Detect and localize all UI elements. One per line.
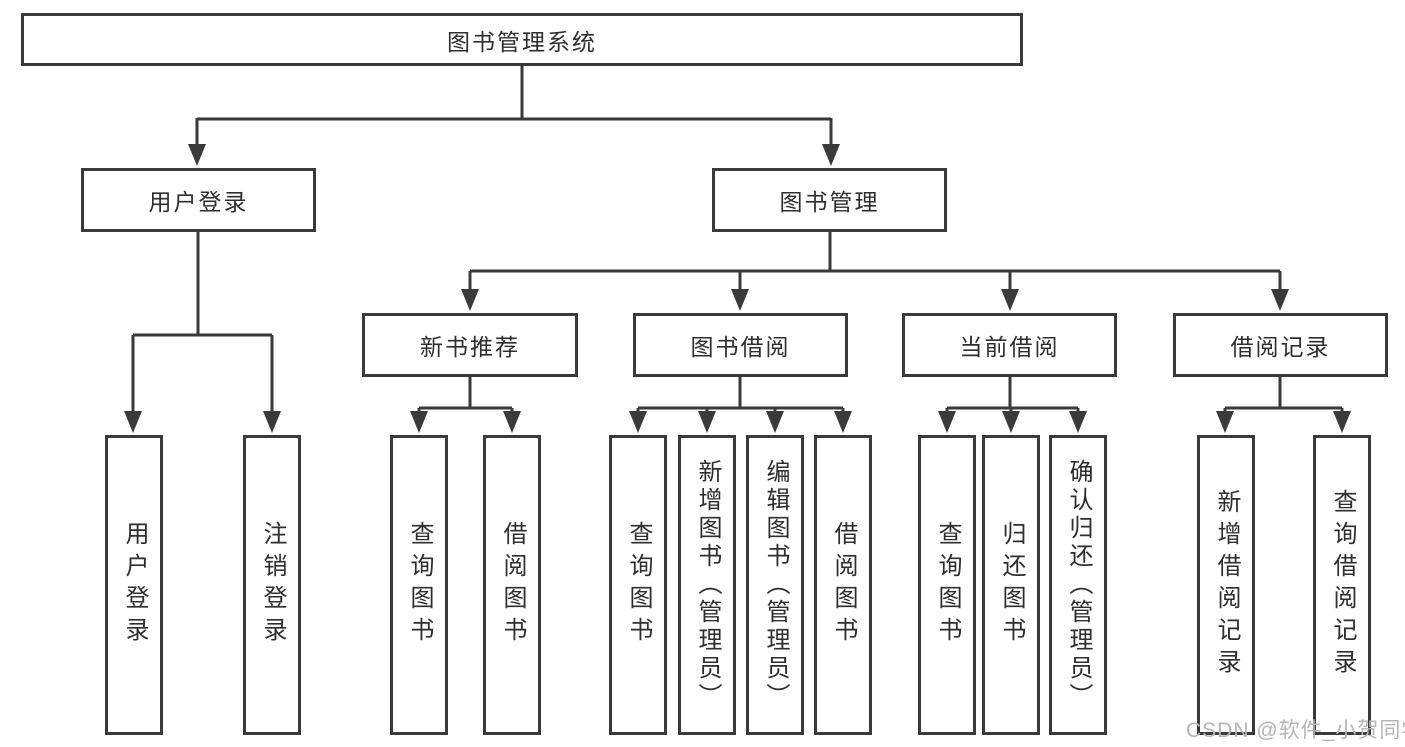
connector-new-book-recommend-children [410,377,521,433]
leaf-confirm-return-admin: 确认归还（管理员） [1049,435,1107,735]
leaf-query-book: 查询图书 [609,435,667,735]
connector-current-borrow-children [938,377,1087,433]
leaf-borrow-book-recommend-label: 借阅图书 [499,521,526,649]
node-user-login-label: 用户登录 [148,189,249,215]
node-book-borrow-label: 图书借阅 [690,334,791,360]
node-current-borrow: 当前借阅 [902,313,1117,377]
leaf-query-book-recommend: 查询图书 [390,435,448,735]
leaf-query-borrow-record-label: 查询借阅记录 [1329,489,1356,681]
node-root-system-label: 图书管理系统 [447,28,597,55]
node-current-borrow-label: 当前借阅 [959,334,1060,360]
leaf-logout-label: 注销登录 [259,521,286,649]
connector-book-borrow-children [629,377,852,433]
connector-root-to-level2 [188,66,840,166]
node-root-system: 图书管理系统 [21,13,1023,66]
node-book-management-label: 图书管理 [779,189,880,215]
leaf-edit-book-admin: 编辑图书（管理员） [746,435,804,735]
leaf-query-book-label: 查询图书 [625,521,652,649]
node-book-management: 图书管理 [712,168,947,232]
leaf-confirm-return-admin-label: 确认归还（管理员） [1065,459,1092,711]
leaf-add-book-admin-label: 新增图书（管理员） [694,459,721,711]
leaf-logout: 注销登录 [243,435,301,735]
connector-user-login-children [124,232,281,433]
node-borrow-records: 借阅记录 [1173,313,1388,377]
node-user-login: 用户登录 [81,168,316,232]
leaf-return-book: 归还图书 [982,435,1040,735]
node-new-book-recommend: 新书推荐 [362,313,578,377]
leaf-borrow-book-recommend: 借阅图书 [483,435,541,735]
leaf-query-book-recommend-label: 查询图书 [406,521,433,649]
node-borrow-records-label: 借阅记录 [1230,334,1331,360]
leaf-query-borrow-record: 查询借阅记录 [1313,435,1371,735]
leaf-query-current-borrow-label: 查询图书 [934,521,961,649]
leaf-edit-book-admin-label: 编辑图书（管理员） [762,459,789,711]
leaf-add-borrow-record: 新增借阅记录 [1197,435,1255,735]
csdn-watermark: CSDN @软件_小贺同学 [1186,719,1405,742]
leaf-add-book-admin: 新增图书（管理员） [678,435,736,735]
connector-borrow-records-children [1216,377,1351,433]
leaf-user-login: 用户登录 [105,435,163,735]
node-new-book-recommend-label: 新书推荐 [420,334,520,360]
leaf-user-login-label: 用户登录 [121,521,148,649]
leaf-return-book-label: 归还图书 [998,521,1025,649]
leaf-add-borrow-record-label: 新增借阅记录 [1213,489,1240,681]
node-book-borrow: 图书借阅 [633,313,848,377]
leaf-borrow-book-label: 借阅图书 [830,521,857,649]
connector-book-management-children [461,232,1289,311]
leaf-borrow-book: 借阅图书 [814,435,872,735]
leaf-query-current-borrow: 查询图书 [918,435,976,735]
